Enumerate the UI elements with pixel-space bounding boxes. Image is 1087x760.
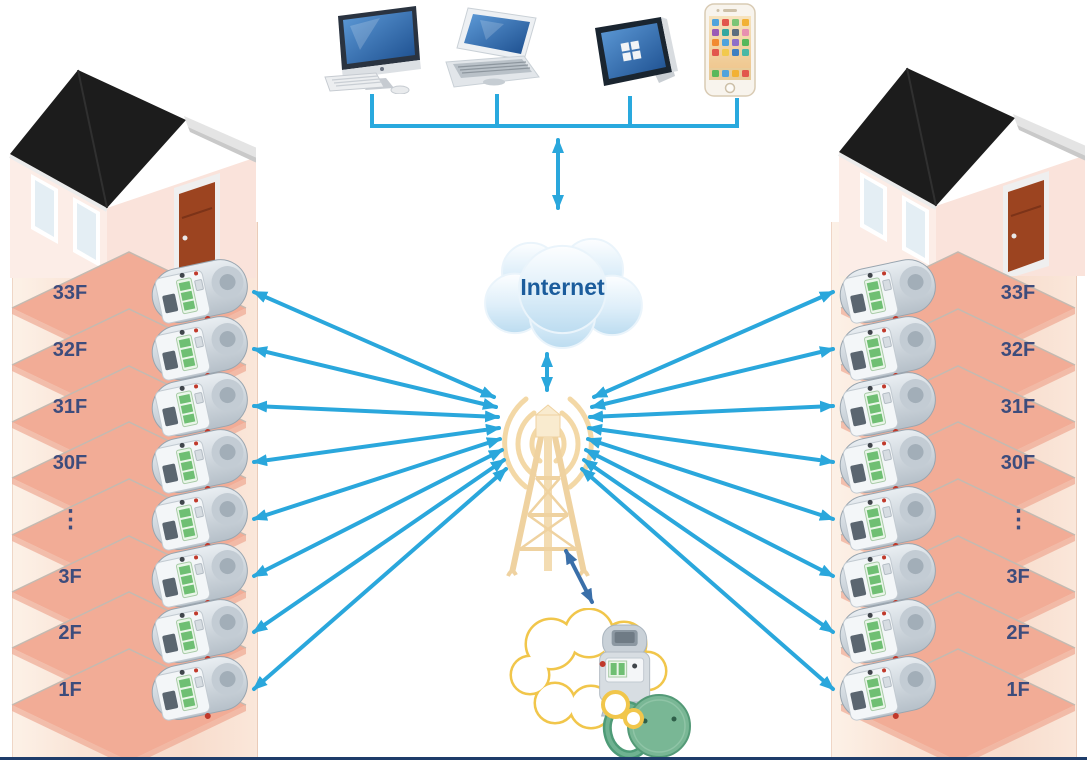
floor-label-left-1f: 1F <box>58 679 82 701</box>
floor-label-right-3f: 3F <box>1006 566 1030 588</box>
floor-label-left-32f: 32F <box>52 339 88 361</box>
meter-link-arrow-left-33f <box>252 290 496 399</box>
floor-label-right-33f: 33F <box>1000 282 1036 304</box>
floor-label-right-32f: 32F <box>1000 339 1036 361</box>
floor-label-left-30f: 30F <box>52 452 88 474</box>
floor-label-right-2f: 2F <box>1006 622 1030 644</box>
floor-label-right-ellipsis: ⋮ <box>1006 506 1031 533</box>
meter-link-arrow-left-3f <box>252 448 504 578</box>
floor-label-left-31f: 31F <box>52 396 88 418</box>
device-bus-line <box>370 124 739 128</box>
meter-link-arrow-left-30f <box>252 423 501 467</box>
smartphone-icon <box>698 2 762 98</box>
meter-link-arrow-left-nf <box>252 437 502 521</box>
floor-label-right-31f: 31F <box>1000 396 1036 418</box>
floor-label-right-30f: 30F <box>1000 452 1036 474</box>
meter-link-arrow-left-31f <box>252 400 500 423</box>
meter-link-arrow-left-1f <box>252 467 508 691</box>
floor-label-left-3f: 3F <box>58 566 82 588</box>
meter-link-arrow-left-2f <box>252 458 506 634</box>
meter-link-arrow-right-32f <box>590 346 835 410</box>
radio-tower-icon <box>478 383 618 583</box>
thought-bubble-dot <box>623 708 644 729</box>
laptop-icon <box>438 6 550 94</box>
meter-link-arrow-right-3f <box>584 448 835 578</box>
meter-link-arrow-right-31f <box>588 400 835 423</box>
house-right-icon <box>833 58 1085 276</box>
floor-label-right-1f: 1F <box>1006 679 1030 701</box>
device-drop-line <box>495 94 499 126</box>
device-drop-line <box>735 98 739 126</box>
tablet-icon <box>583 12 680 94</box>
floor-label-left-ellipsis: ⋮ <box>58 506 83 533</box>
house-left-icon <box>4 60 256 278</box>
meter-link-arrow-left-32f <box>252 346 498 410</box>
internet-label: Internet <box>520 274 605 300</box>
meter-link-arrow-right-2f <box>582 458 835 634</box>
meter-link-arrow-right-30f <box>587 423 835 467</box>
meter-link-arrow-right-nf <box>586 437 835 521</box>
bottom-border-line <box>0 757 1087 760</box>
device-drop-line <box>628 96 632 126</box>
floor-label-left-2f: 2F <box>58 622 82 644</box>
desktop-computer-icon <box>320 4 430 94</box>
device-drop-line <box>370 94 374 126</box>
floor-label-left-33f: 33F <box>52 282 88 304</box>
